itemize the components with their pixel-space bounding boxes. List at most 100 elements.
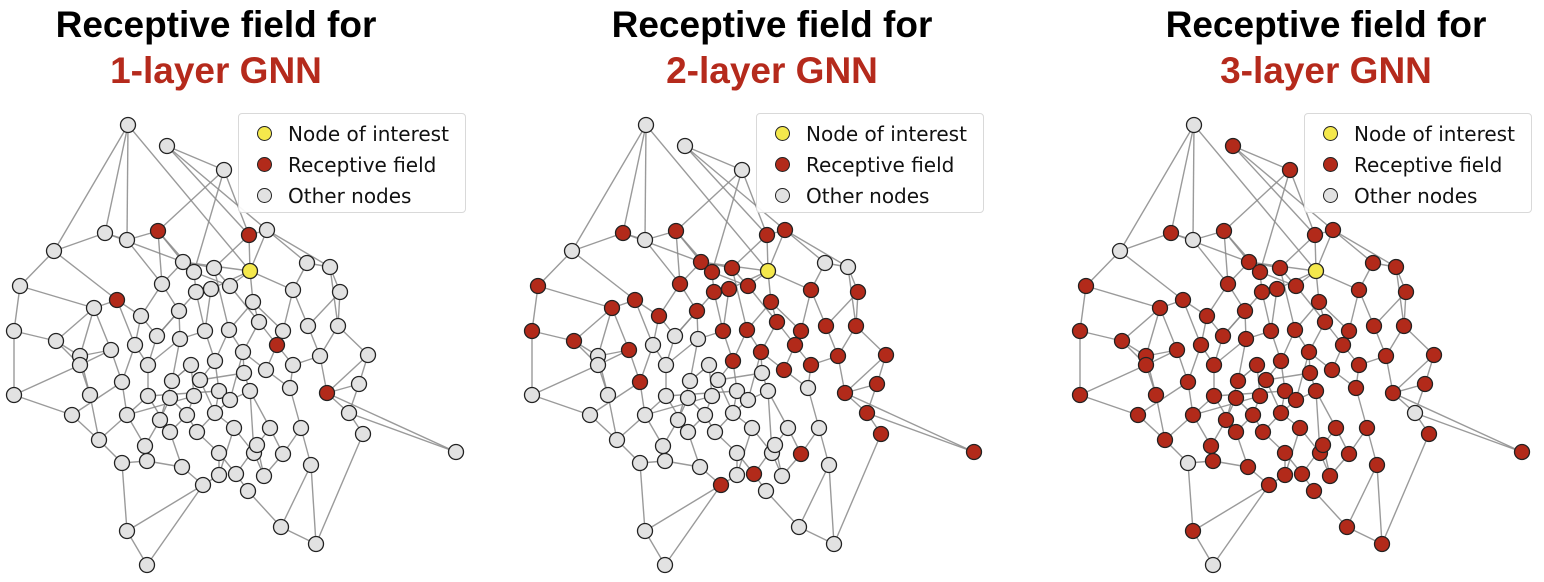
other-node	[188, 423, 206, 441]
edge	[13, 364, 81, 396]
other-node	[581, 406, 599, 424]
receptive-field-node	[1205, 356, 1223, 374]
receptive-field-node	[1276, 382, 1294, 400]
edge	[326, 392, 457, 453]
other-node	[1204, 556, 1222, 574]
receptive-field-node	[240, 226, 258, 244]
receptive-field-node	[1129, 406, 1147, 424]
edge	[622, 124, 647, 234]
legend-item-receptive-field: Receptive field	[257, 149, 465, 180]
other-node	[194, 476, 212, 494]
other-node	[689, 330, 707, 348]
receptive-field-node	[1350, 356, 1368, 374]
other-node	[227, 465, 245, 483]
other-node	[221, 277, 239, 295]
other-node	[210, 466, 228, 484]
other-node	[636, 406, 654, 424]
legend-label: Receptive field	[1354, 152, 1503, 177]
receptive-field-node	[1251, 387, 1269, 405]
other-node	[523, 386, 541, 404]
receptive-field-node	[529, 277, 547, 295]
receptive-field-node	[688, 302, 706, 320]
other-node	[261, 419, 279, 437]
edge	[1414, 412, 1523, 453]
edge	[684, 145, 786, 231]
other-node	[11, 277, 29, 295]
receptive-field-node	[714, 322, 732, 340]
other-node	[839, 258, 857, 276]
other-node	[158, 137, 176, 155]
other-node	[272, 518, 290, 536]
legend-label: Other nodes	[288, 183, 412, 208]
other-node	[728, 466, 746, 484]
receptive-field-node	[1420, 425, 1438, 443]
other-node	[644, 336, 662, 354]
receptive-field-node	[631, 373, 649, 391]
receptive-field-node	[1151, 299, 1169, 317]
receptive-field-node	[738, 321, 756, 339]
receptive-field-node	[1254, 423, 1272, 441]
edge	[348, 412, 457, 453]
legend-item-receptive-field: Receptive field	[1323, 149, 1531, 180]
edge	[1213, 390, 1286, 397]
other-node	[258, 221, 276, 239]
receptive-field-node	[1168, 341, 1186, 359]
receptive-field-node	[1179, 373, 1197, 391]
other-node	[187, 283, 205, 301]
edge	[1192, 124, 1195, 241]
edge	[79, 307, 95, 357]
receptive-field-node	[1219, 275, 1237, 293]
title-line-2: 1-layer GNN	[110, 50, 322, 91]
edge	[866, 412, 975, 453]
receptive-field-node	[1268, 280, 1286, 298]
edge	[784, 229, 849, 268]
receptive-field-node	[1307, 382, 1325, 400]
other-node	[161, 423, 179, 441]
receptive-field-node	[723, 259, 741, 277]
receptive-field-node	[1358, 419, 1376, 437]
receptive-field-node	[1301, 364, 1319, 382]
edge	[53, 124, 129, 252]
legend-item-receptive-field: Receptive field	[775, 149, 983, 180]
edge	[664, 484, 722, 566]
receptive-field-node	[724, 352, 742, 370]
edge	[644, 124, 647, 241]
receptive-field-node	[1287, 277, 1305, 295]
other-node	[196, 322, 214, 340]
legend-label: Other nodes	[806, 183, 930, 208]
other-node	[210, 444, 228, 462]
panel-2-layer: Receptive field for 2-layer GNN Node of …	[518, 0, 1032, 582]
receptive-field-node	[1237, 330, 1255, 348]
edge	[121, 462, 128, 532]
receptive-field-node	[965, 443, 983, 461]
edge	[833, 433, 882, 545]
other-node	[292, 419, 310, 437]
receptive-field-node	[1236, 302, 1254, 320]
other-node	[681, 372, 699, 390]
receptive-field-node	[1323, 361, 1341, 379]
other-node	[215, 161, 233, 179]
other-nodes-marker	[1323, 188, 1338, 203]
receptive-field-node	[1334, 336, 1352, 354]
other-node	[185, 387, 203, 405]
receptive-field-node	[1416, 375, 1434, 393]
edge	[639, 462, 646, 532]
other-node	[728, 444, 746, 462]
edge	[266, 229, 308, 264]
other-node	[132, 307, 150, 325]
receptive-field-marker	[257, 157, 272, 172]
edge	[741, 169, 768, 236]
receptive-field-node	[626, 291, 644, 309]
edge	[266, 229, 331, 268]
other-node	[257, 361, 275, 379]
receptive-field-node	[1113, 332, 1131, 350]
receptive-field-node	[1162, 224, 1180, 242]
other-node	[359, 346, 377, 364]
other-node	[139, 387, 157, 405]
other-node	[657, 356, 675, 374]
node-of-interest-marker	[257, 126, 272, 141]
other-node	[810, 419, 828, 437]
legend-label: Node of interest	[288, 121, 449, 146]
other-node	[1184, 231, 1202, 249]
receptive-field-node	[1365, 317, 1383, 335]
